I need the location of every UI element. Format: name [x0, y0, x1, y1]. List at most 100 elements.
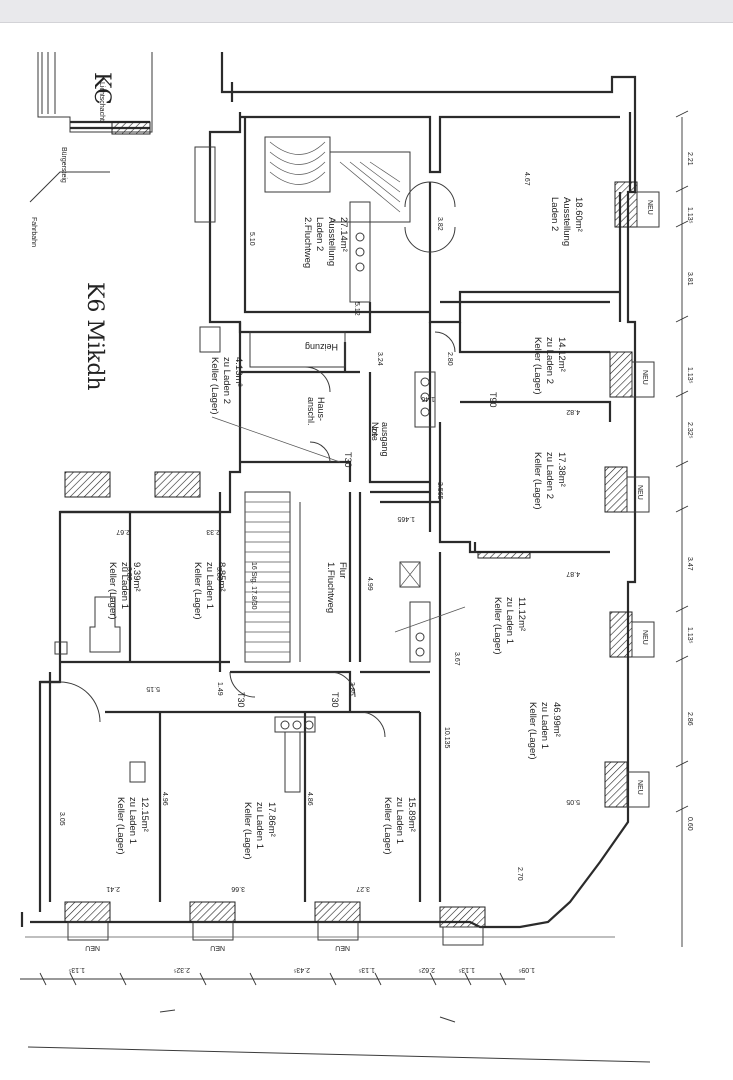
neu-label: NEU — [641, 630, 648, 645]
svg-text:zu Laden 2: zu Laden 2 — [544, 337, 555, 384]
dim-label: 4.99 — [366, 577, 373, 591]
room-label-4: Keller (Lager) zu Laden 2 14.12m² — [532, 337, 567, 395]
svg-text:11.12m²: 11.12m² — [516, 597, 527, 631]
neu-label: NEU — [85, 944, 100, 951]
footer-marks — [27, 1009, 651, 1063]
room-label-7: Keller (Lager) zu Laden 1 8.85m² — [192, 562, 227, 620]
section-label: Lichtschacht — [98, 82, 105, 121]
hausanschluss-label-1: Haus- — [316, 397, 326, 421]
dim-label: 4.96 — [161, 792, 168, 806]
dim-label: 1.49 — [216, 682, 223, 696]
room-label-8: 1.Fluchtweg Flur — [325, 562, 348, 613]
room-label-9: Keller (Lager) zu Laden 1 11.12m² — [492, 597, 527, 655]
dim-label: 3.05 — [58, 812, 65, 826]
svg-text:Laden 2: Laden 2 — [314, 217, 325, 251]
dim-label: 1.13⁵ — [686, 627, 693, 644]
svg-text:18.60m²: 18.60m² — [573, 197, 584, 232]
neu-label: NEU — [646, 200, 653, 215]
svg-text:14.12m²: 14.12m² — [556, 337, 567, 372]
door-rating-t30: T30 — [330, 692, 340, 708]
dim-label: 3.81 — [686, 272, 693, 286]
dim-label: 2.67 — [116, 528, 130, 535]
door-rating-t30: T30 — [343, 452, 353, 468]
svg-text:15.89m²: 15.89m² — [406, 797, 417, 832]
dim-label: 3.80 — [125, 567, 132, 581]
dim-label: 4.87 — [566, 570, 580, 577]
room-label-10: Keller (Lager) zu Laden 1 46.99m² — [527, 702, 562, 760]
dim-label: 4.67 — [523, 172, 530, 186]
dim-label: 2.62⁵ — [418, 966, 435, 973]
light-wells-right: NEU NEU NEU NEU NEU — [604, 181, 660, 808]
svg-text:Keller (Lager): Keller (Lager) — [382, 797, 393, 855]
dim-label: 3.47 — [686, 557, 693, 571]
dim-label: 2.41 — [106, 885, 120, 892]
corridor-fixtures: T30 T30 — [54, 551, 531, 793]
light-wells-bottom: NEU NEU NEU — [64, 471, 486, 951]
svg-text:9.39m²: 9.39m² — [131, 562, 142, 592]
heizung-label: Heizung — [305, 342, 338, 352]
svg-text:17.86m²: 17.86m² — [266, 802, 277, 837]
svg-text:1.Fluchtweg: 1.Fluchtweg — [325, 562, 336, 613]
dim-label: 5.12 — [353, 302, 360, 316]
room-label-13: Keller (Lager) zu Laden 1 15.89m² — [382, 797, 417, 855]
dim-label: 1.13⁵ — [458, 966, 475, 973]
room-label-3: Keller (Lager) zu Laden 2 4.13m² — [209, 357, 244, 415]
svg-text:12.15m²: 12.15m² — [139, 797, 150, 832]
svg-text:Flur: Flur — [337, 562, 348, 578]
svg-text:zu Laden 1: zu Laden 1 — [119, 562, 130, 609]
svg-text:27.14m²: 27.14m² — [338, 217, 349, 252]
room-label-5: Keller (Lager) zu Laden 2 17.38m² — [532, 452, 567, 510]
svg-text:46.99m²: 46.99m² — [551, 702, 562, 737]
door-rating-t30: T30 — [236, 692, 246, 708]
svg-text:Keller (Lager): Keller (Lager) — [209, 357, 220, 415]
svg-text:zu Laden 1: zu Laden 1 — [394, 797, 405, 844]
spiral-stair — [264, 136, 411, 303]
svg-text:Keller (Lager): Keller (Lager) — [532, 337, 543, 395]
dim-label: 1.13⁵ — [68, 966, 85, 973]
neu-label: NEU — [335, 944, 350, 951]
room-label-11: Keller (Lager) zu Laden 1 12.15m² — [115, 797, 150, 855]
dim-label: 5.15 — [146, 685, 160, 692]
dim-label: 2.33 — [206, 528, 220, 535]
svg-text:zu Laden 1: zu Laden 1 — [539, 702, 550, 749]
svg-text:Keller (Lager): Keller (Lager) — [115, 797, 126, 855]
dim-label: 4.82 — [566, 408, 580, 415]
svg-text:Keller (Lager): Keller (Lager) — [532, 452, 543, 510]
room-labels: 2.Fluchtweg Laden 2 Ausstellung 27.14m² … — [107, 197, 584, 860]
hausanschluss-label-2: anschl. — [306, 397, 316, 426]
dimension-lines — [20, 110, 689, 986]
dim-label: 2.21 — [686, 152, 693, 166]
svg-text:4.13m²: 4.13m² — [233, 357, 244, 387]
room-label-2: Laden 2 Ausstellung 18.60m² — [549, 197, 584, 246]
dim-label: 5.10 — [248, 232, 255, 246]
doors-top — [304, 181, 456, 463]
notausgang-label-1: Not- — [370, 422, 380, 439]
notausgang-label-2: ausgang — [380, 422, 390, 457]
svg-text:zu Laden 1: zu Laden 1 — [504, 597, 515, 644]
dim-label: 1.09⁵ — [518, 966, 535, 973]
svg-text:Keller (Lager): Keller (Lager) — [192, 562, 203, 620]
dim-label: 2.32⁵ — [173, 966, 190, 973]
dim-label: 3.67 — [453, 652, 460, 666]
dim-label: 3.24 — [376, 352, 383, 366]
dim-label: 1.13⁵ — [358, 966, 375, 973]
dim-label: 3.27 — [356, 885, 370, 892]
dim-label: 1.13⁵ — [686, 367, 693, 384]
dimension-labels: 2.21 4.67 3.82 5.10 3.81 1.13⁵ 2.32⁵ 3.5… — [58, 152, 693, 973]
dim-label: 3.82 — [436, 217, 443, 231]
leader-lines — [211, 416, 466, 633]
stair-label: 16 Stg. 17.8/30 — [250, 562, 257, 610]
svg-text:zu Laden 2: zu Laden 2 — [221, 357, 232, 404]
svg-text:17.38m²: 17.38m² — [556, 452, 567, 487]
viewer-top-bar — [0, 0, 733, 23]
dim-label: 3.85 — [348, 682, 355, 696]
dim-label: 3.66 — [231, 885, 245, 892]
dim-label: 1.46 — [421, 395, 435, 402]
dim-label: 2.93 — [370, 427, 377, 441]
svg-text:zu Laden 1: zu Laden 1 — [204, 562, 215, 609]
svg-text:Keller (Lager): Keller (Lager) — [107, 562, 118, 620]
dim-label: 2.43⁵ — [293, 966, 310, 973]
dim-label: 0.60 — [686, 817, 693, 831]
svg-text:Keller (Lager): Keller (Lager) — [527, 702, 538, 760]
svg-text:2.Fluchtweg: 2.Fluchtweg — [302, 217, 313, 268]
